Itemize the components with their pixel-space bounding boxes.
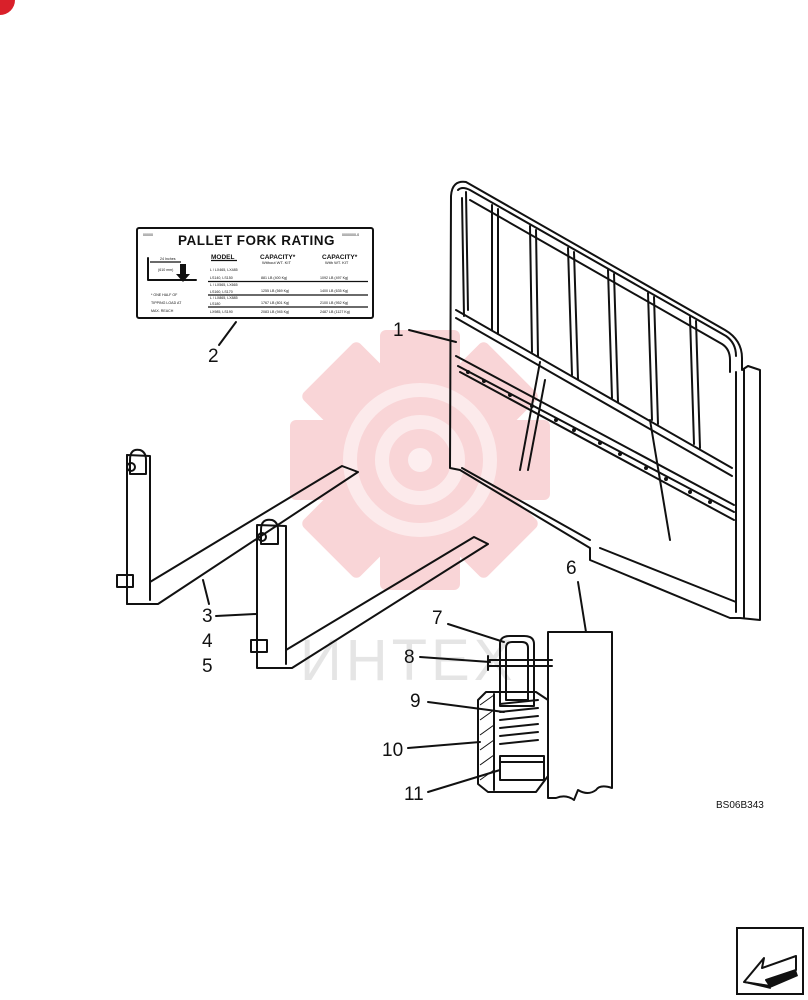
decal-col-capacity-1: CAPACITY* [260, 254, 296, 261]
previous-page-arrow-button[interactable] [736, 927, 804, 995]
pallet-fork-frame [449, 180, 761, 621]
decal-dimension-1: 24 Inches [160, 257, 176, 261]
svg-text:LX985, LS190: LX985, LS190 [210, 310, 233, 314]
corner-mark-icon [0, 0, 15, 15]
svg-text:L / LX865, LX885: L / LX865, LX885 [210, 296, 238, 300]
callout-9: 9 [410, 691, 421, 712]
svg-text:LS140, LS150: LS140, LS150 [210, 276, 233, 280]
decal-note-2: TIPPING LOAD AT [151, 301, 182, 305]
leader-10 [407, 741, 481, 749]
callout-2: 2 [208, 346, 219, 367]
callout-11: 11 [404, 784, 424, 805]
svg-text:1767 LB (801 Kg): 1767 LB (801 Kg) [261, 301, 289, 305]
leader-2 [218, 321, 237, 346]
svg-text:L / LX565, LX665: L / LX565, LX665 [210, 283, 238, 287]
callout-6: 6 [566, 558, 577, 579]
decal-row-2: L / LX565, LX665 LS160, LS170 1255 LB (5… [208, 283, 368, 296]
svg-text:2100 LB (952 Kg): 2100 LB (952 Kg) [320, 301, 348, 305]
callout-3: 3 [202, 606, 213, 627]
watermark-swirl-icon [343, 383, 497, 537]
callout-10: 10 [382, 740, 403, 761]
svg-text:1255 LB (569 Kg): 1255 LB (569 Kg) [261, 289, 289, 293]
decal-col-capacity-2: CAPACITY* [322, 254, 358, 261]
decal-row-1: L / LX465, LX485 LS140, LS150 881 LB (40… [208, 268, 368, 283]
decal-note-3: MAX. REACH [151, 309, 174, 313]
decal-col-with: With WT. KIT [325, 260, 349, 265]
leader-3a [202, 579, 210, 605]
decal-note-1: * ONE HALF OF [151, 293, 178, 297]
leader-8 [419, 656, 491, 663]
drawing-code: BS06B343 [716, 800, 764, 811]
decal-row-4: LX985, LS190 2083 LB (945 Kg) 2487 LB (1… [210, 310, 350, 314]
leader-6 [577, 581, 587, 633]
latch-detail-view [477, 631, 613, 801]
arrow-left-icon [743, 955, 798, 989]
svg-text:L / LX465, LX485: L / LX465, LX485 [210, 268, 238, 272]
callout-8: 8 [404, 647, 415, 668]
decal-title: PALLET FORK RATING [178, 233, 335, 248]
callout-1: 1 [393, 320, 404, 341]
svg-text:1092 LB (497 Kg): 1092 LB (497 Kg) [320, 276, 348, 280]
leader-11 [427, 769, 501, 793]
callout-5: 5 [202, 656, 213, 677]
svg-text:1400 LB (635 Kg): 1400 LB (635 Kg) [320, 289, 348, 293]
leader-1 [408, 329, 457, 343]
leader-3b [215, 613, 257, 617]
leader-7 [447, 623, 505, 643]
fork-pictogram-icon: 24 Inches (610 mm) [147, 257, 197, 282]
fork-tine-rear [116, 448, 359, 605]
decal-part-code-right: 0000000-0 [342, 233, 359, 237]
decal-col-without: Without WT. KIT [262, 260, 291, 265]
leader-9 [427, 701, 505, 713]
decal-row-3: L / LX865, LX885 LS180 1767 LB (801 Kg) … [208, 296, 368, 308]
fork-rating-decal: 00000 0000000-0 PALLET FORK RATING MODEL… [136, 227, 374, 319]
svg-text:LS180: LS180 [210, 302, 220, 306]
decal-col-model: MODEL [211, 254, 235, 261]
decal-part-code-left: 00000 [143, 233, 153, 237]
fork-tine-front [250, 518, 489, 669]
svg-text:881 LB (400 Kg): 881 LB (400 Kg) [261, 276, 287, 280]
svg-text:2487 LB (1127 Kg): 2487 LB (1127 Kg) [320, 310, 350, 314]
svg-text:LS160, LS170: LS160, LS170 [210, 290, 233, 294]
callout-4: 4 [202, 631, 213, 652]
svg-text:2083 LB (945 Kg): 2083 LB (945 Kg) [261, 310, 289, 314]
callout-7: 7 [432, 608, 443, 629]
decal-dimension-2: (610 mm) [158, 268, 173, 272]
